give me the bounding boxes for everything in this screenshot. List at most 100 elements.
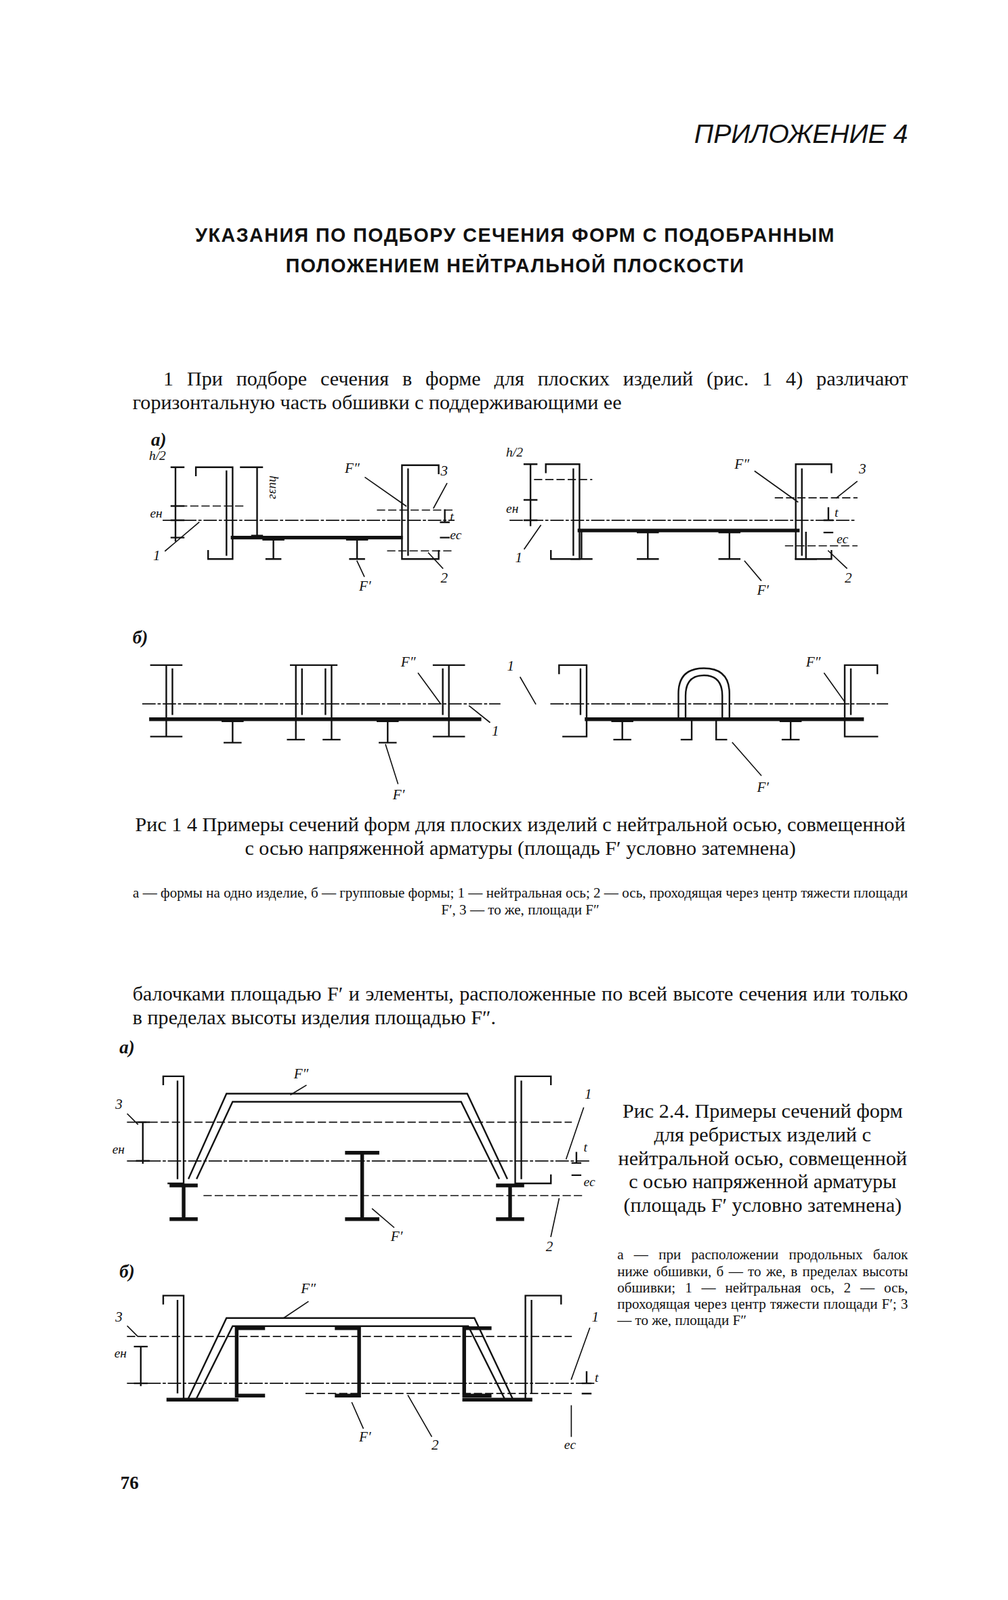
- channel-form-side: [515, 1076, 552, 1184]
- dimension-line: [240, 467, 263, 536]
- skin-plate: [579, 528, 798, 532]
- dimension-label: t: [594, 1371, 599, 1385]
- centroid-axis: [127, 1336, 572, 1394]
- channel-form-side: [401, 465, 439, 560]
- dimension-label: h/2: [506, 445, 523, 460]
- figure-legend: а — формы на одно изделие, б — групповые…: [132, 884, 909, 920]
- callout-number: 1: [506, 659, 515, 674]
- dimension-label: eс: [564, 1438, 576, 1452]
- skin-plate: [586, 717, 863, 721]
- callout-number: 1: [491, 724, 500, 739]
- area-label: F″: [344, 461, 360, 476]
- area-label: F′: [756, 583, 769, 598]
- callout-number: 2: [546, 1239, 554, 1254]
- i-beam: [171, 1152, 523, 1220]
- dimension-line: [134, 1346, 591, 1394]
- dimension-label: eн: [114, 1346, 127, 1361]
- dimension-line: [171, 467, 184, 541]
- dimension-label: eс: [583, 1175, 595, 1189]
- leader-line: [165, 477, 448, 577]
- trapezoid-insert: [189, 1093, 508, 1179]
- i-beam: [571, 532, 816, 559]
- centroid-axis: [127, 1122, 582, 1196]
- callout-number: 3: [115, 1097, 123, 1112]
- dimension-line: [524, 464, 537, 525]
- skin-plate: [151, 717, 480, 721]
- dimension-label: h/2: [149, 449, 166, 463]
- neutral-axis: [550, 703, 888, 705]
- leader-line: [127, 1085, 584, 1237]
- trapezoid-insert: [189, 1318, 513, 1398]
- neutral-axis: [163, 519, 454, 521]
- dimension-label: t: [449, 510, 454, 524]
- t-beam: [263, 539, 368, 560]
- dimension-label: eс: [449, 528, 462, 542]
- dimension-label: eн: [112, 1142, 125, 1157]
- dimension-line: [441, 510, 450, 538]
- body-paragraph: балочками площадью F′ и элементы, распол…: [132, 982, 909, 1029]
- callout-number: 1: [584, 1087, 593, 1102]
- skin-plate: [232, 535, 401, 540]
- subfigure-letter: а): [151, 430, 167, 450]
- channel-form-side: [163, 1076, 184, 1184]
- callout-number: 3: [858, 462, 867, 477]
- callout-number: 3: [441, 464, 449, 479]
- neutral-axis: [510, 519, 857, 521]
- subfigure-letter: б): [132, 628, 149, 647]
- t-beam: [222, 721, 398, 744]
- callout-number: 2: [844, 571, 853, 586]
- figure-legend: а — при расположении продольных балок ни…: [617, 1246, 908, 1329]
- leader-line: [385, 673, 845, 784]
- dimension-label: eн: [506, 501, 519, 516]
- leader-line: [524, 471, 857, 581]
- channel-form-side: [558, 665, 587, 737]
- figure-caption: Рис 2.4. Примеры сечений форм для ребрис…: [617, 1099, 908, 1217]
- centroid-axis: [179, 506, 454, 551]
- page-title: УКАЗАНИЯ ПО ПОДБОРУ СЕЧЕНИЯ ФОРМ С ПОДОБ…: [153, 220, 878, 281]
- subfigure-letter: а): [119, 1038, 135, 1057]
- area-label: F′: [392, 787, 406, 803]
- callout-number: 2: [431, 1438, 439, 1453]
- dimension-label: eн: [149, 506, 162, 521]
- dimension-label: hизг: [267, 475, 282, 500]
- callout-number: 1: [515, 550, 523, 565]
- dimension-line: [136, 1122, 581, 1176]
- i-beam: [151, 665, 182, 737]
- area-label: F′: [390, 1229, 404, 1244]
- neutral-axis: [127, 1160, 592, 1162]
- channel-form-side: [795, 464, 832, 559]
- neutral-axis: [142, 703, 500, 705]
- channel-form-side: [844, 665, 878, 737]
- figure-caption: Рис 1 4 Примеры сечений форм для плоских…: [132, 812, 909, 860]
- leader-line: [127, 1302, 590, 1437]
- dimension-label: t: [834, 506, 838, 520]
- callout-number: 1: [153, 548, 161, 563]
- channel-form-side: [163, 1295, 184, 1399]
- area-label: F″: [294, 1066, 309, 1082]
- area-label: F″: [401, 655, 416, 670]
- page-number: 76: [120, 1474, 139, 1493]
- dimension-label: t: [583, 1140, 587, 1155]
- callout-number: 1: [591, 1310, 599, 1325]
- callout-number: 2: [441, 571, 449, 586]
- area-label: F′: [359, 579, 372, 594]
- t-beam: [612, 721, 802, 740]
- area-label: F′: [359, 1430, 372, 1445]
- area-label: F′: [756, 780, 769, 795]
- channel-form-side: [525, 1295, 562, 1399]
- channel-form-side: [546, 464, 580, 559]
- area-label: F″: [734, 457, 750, 472]
- dimension-label: eс: [836, 532, 849, 546]
- area-label: F″: [806, 655, 822, 670]
- body-paragraph: 1 При подборе сечения в форме для плоски…: [132, 367, 909, 414]
- centroid-axis: [534, 479, 857, 546]
- channel-form-side: [195, 467, 233, 560]
- callout-number: 3: [115, 1310, 123, 1325]
- box-rib: [287, 665, 341, 740]
- area-label: F″: [300, 1281, 316, 1296]
- subfigure-letter: б): [119, 1262, 135, 1281]
- channel-beam: [236, 1328, 490, 1396]
- bottom-plate: [168, 1398, 531, 1402]
- neutral-axis: [127, 1382, 594, 1384]
